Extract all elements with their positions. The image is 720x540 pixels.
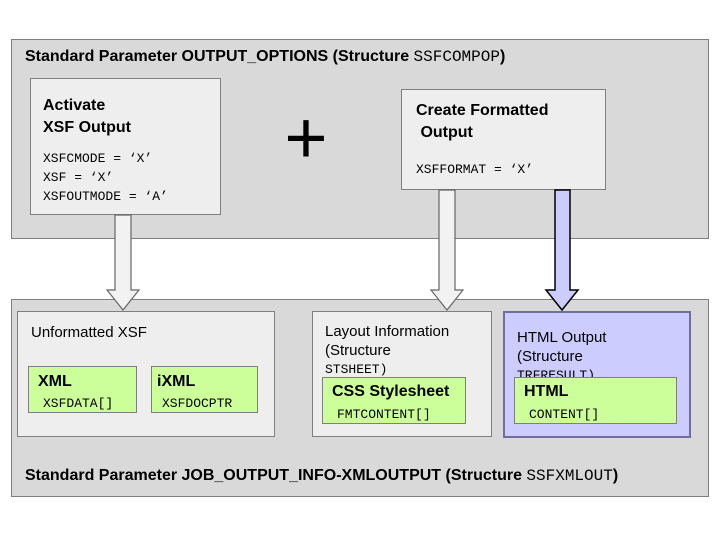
css-stylesheet-box: CSS Stylesheet FMTCONTENT[] xyxy=(322,377,466,424)
output-options-title: Standard Parameter OUTPUT_OPTIONS (Struc… xyxy=(25,48,506,66)
activate-xsf-output-box: Activate XSF Output XSFCMODE = ‘X’ XSF =… xyxy=(30,78,221,215)
xsfdocptr-field: XSFDOCPTR xyxy=(162,396,233,411)
activate-title-line1: Activate xyxy=(43,97,106,114)
arrow-to-unformatted-xsf xyxy=(105,214,141,311)
plus-symbol: + xyxy=(284,96,328,179)
arrow-to-html-output xyxy=(544,189,580,312)
css-stylesheet-label: CSS Stylesheet xyxy=(332,383,450,400)
fmtcontent-field: FMTCONTENT[] xyxy=(337,407,431,422)
arrow-to-layout-information xyxy=(429,189,465,311)
html-output-title-line2: (Structure xyxy=(517,348,583,365)
create-title-line2: Output xyxy=(416,124,473,141)
xml-label: XML xyxy=(38,373,72,390)
layout-title-line2: (Structure xyxy=(325,342,391,359)
xsfformat-setting: XSFFORMAT = ‘X’ xyxy=(416,162,534,177)
unformatted-xsf-title: Unformatted XSF xyxy=(31,324,147,341)
layout-title-line1: Layout Information xyxy=(325,323,450,340)
job-output-info-title: Standard Parameter JOB_OUTPUT_INFO-XMLOU… xyxy=(25,467,619,485)
layout-title-line3: STSHEET) xyxy=(325,362,388,377)
xsfoutmode-setting: XSFOUTMODE = ‘A’ xyxy=(43,189,168,204)
xsfdata-field: XSFDATA[] xyxy=(43,396,114,411)
ixml-box: iXML XSFDOCPTR xyxy=(151,366,258,413)
ixml-label: iXML xyxy=(157,373,196,390)
xsf-setting: XSF = ‘X’ xyxy=(43,170,114,185)
html-label: HTML xyxy=(524,383,569,400)
html-output-title-line1: HTML Output xyxy=(517,329,607,346)
create-title-line1: Create Formatted xyxy=(416,102,549,119)
create-formatted-output-box: Create Formatted Output XSFFORMAT = ‘X’ xyxy=(401,89,606,190)
activate-title-line2: XSF Output xyxy=(43,119,131,136)
html-box: HTML CONTENT[] xyxy=(514,377,677,424)
xsfcmode-setting: XSFCMODE = ‘X’ xyxy=(43,151,153,166)
xml-box: XML XSFDATA[] xyxy=(28,366,137,413)
content-field: CONTENT[] xyxy=(529,407,600,422)
